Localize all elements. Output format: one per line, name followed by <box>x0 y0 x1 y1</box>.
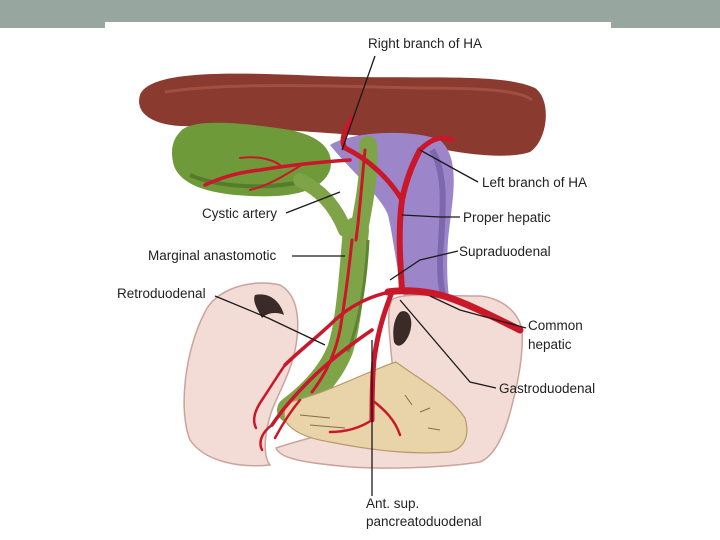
duodenum-lumen <box>254 294 284 318</box>
label-supraduodenal: Supraduodenal <box>459 244 551 259</box>
label-common-line2: hepatic <box>528 337 572 352</box>
leader-proper-hepatic <box>401 214 460 218</box>
duodenal-branches <box>253 398 274 452</box>
header-divider <box>105 22 611 28</box>
bile-duct-edge <box>346 239 370 353</box>
label-marginal: Marginal anastomotic <box>148 248 277 263</box>
label-proper-hepatic: Proper hepatic <box>463 210 551 225</box>
label-ant-sup-line2: pancreatoduodenal <box>366 514 482 529</box>
liver <box>139 73 546 156</box>
liver-highlight <box>164 84 533 102</box>
leader-supraduodenal <box>389 250 459 281</box>
retroduodenal-artery <box>270 328 374 427</box>
label-right-branch: Right branch of HA <box>368 36 482 51</box>
left-branch-artery <box>417 135 455 153</box>
marginal-anastomotic-artery-2 <box>354 148 367 242</box>
gallbladder <box>172 122 331 197</box>
label-gastroduodenal: Gastroduodenal <box>499 381 595 396</box>
pancreas-texture <box>299 394 441 431</box>
leader-retroduodenal <box>214 295 326 346</box>
duodenum-lumen-right <box>393 311 412 346</box>
label-common-line1: Common <box>528 318 583 333</box>
leader-lines <box>214 55 527 496</box>
pancreatoduodenal-branches <box>260 363 402 440</box>
leader-cystic-artery <box>285 191 341 214</box>
label-left-branch: Left branch of HA <box>482 175 587 190</box>
leader-right-branch <box>341 55 376 151</box>
arterial-tree <box>203 115 524 452</box>
cystic-artery-branch <box>239 156 301 191</box>
cystic-duct <box>293 173 352 237</box>
duodenum-upper <box>183 282 299 467</box>
portal-vein-shade <box>429 148 447 299</box>
label-retroduodenal: Retroduodenal <box>117 286 206 301</box>
label-cystic-artery: Cystic artery <box>202 206 277 221</box>
pancreas <box>283 361 468 454</box>
right-branch-artery <box>340 115 405 203</box>
leader-gastroduodenal <box>399 299 497 389</box>
cystic-artery <box>203 158 352 187</box>
supraduodenal-artery <box>283 290 392 367</box>
label-ant-sup-line1: Ant. sup. <box>366 496 419 511</box>
marginal-anastomotic-artery <box>310 238 354 394</box>
leader-common-hepatic <box>429 295 527 329</box>
leader-left-branch <box>419 149 479 183</box>
